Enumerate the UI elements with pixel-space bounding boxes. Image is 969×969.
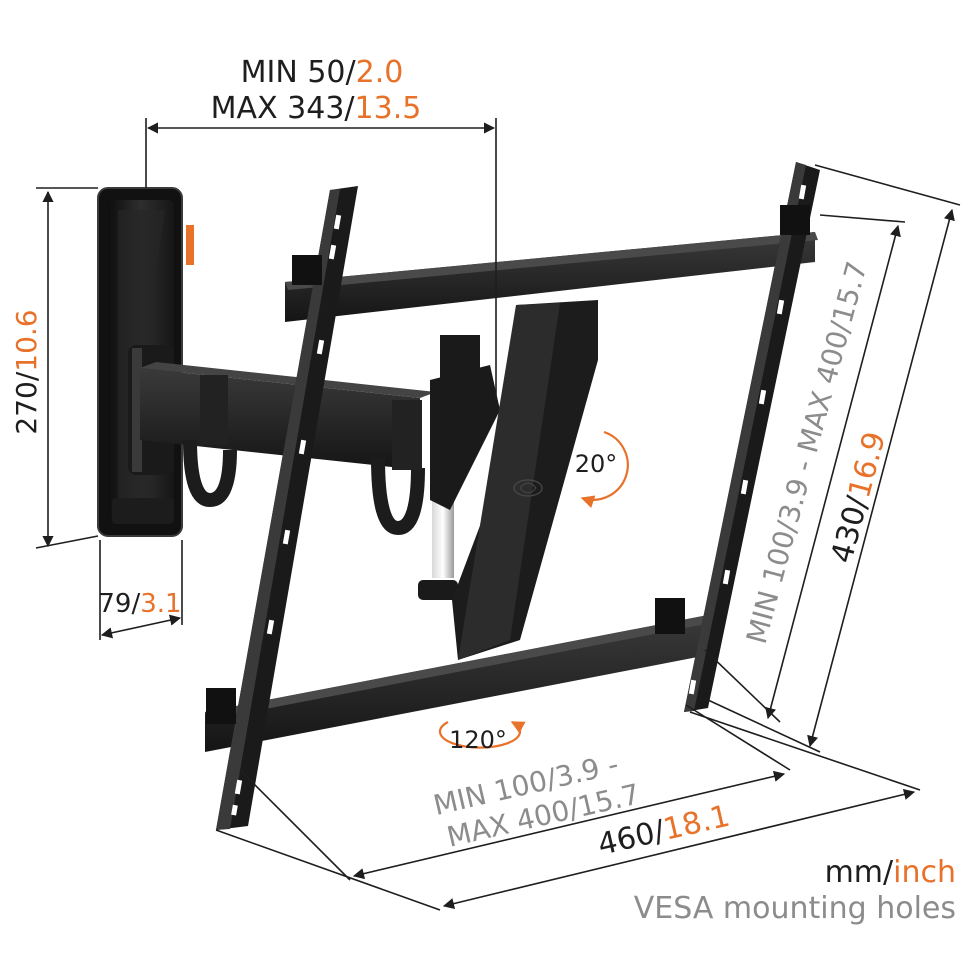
plate-depth-label: 79/3.1: [98, 589, 181, 619]
arm-max-label: MAX 343/13.5: [211, 91, 422, 126]
swivel-arm: [140, 362, 436, 536]
tilt-angle-label: 20°: [575, 450, 618, 478]
tv-mount-illustration: [97, 162, 820, 830]
brand-logo-icon: [513, 479, 543, 497]
vesa-legend: VESA mounting holes: [634, 891, 956, 926]
swivel-arrow-icon: [438, 721, 526, 749]
swivel-angle-label: 120°: [449, 726, 507, 754]
chrome-piston: [432, 498, 454, 578]
dimension-lines: [35, 118, 961, 911]
tilt-arrow-icon: [580, 430, 629, 509]
frame-height-label: 430/16.9: [825, 428, 894, 567]
plate-height-label: 270/10.6: [10, 309, 43, 434]
orange-clip: [186, 225, 194, 265]
tilt-head: [430, 300, 598, 660]
unit-legend: mm/inch: [825, 855, 956, 890]
arm-min-label: MIN 50/2.0: [241, 55, 404, 90]
